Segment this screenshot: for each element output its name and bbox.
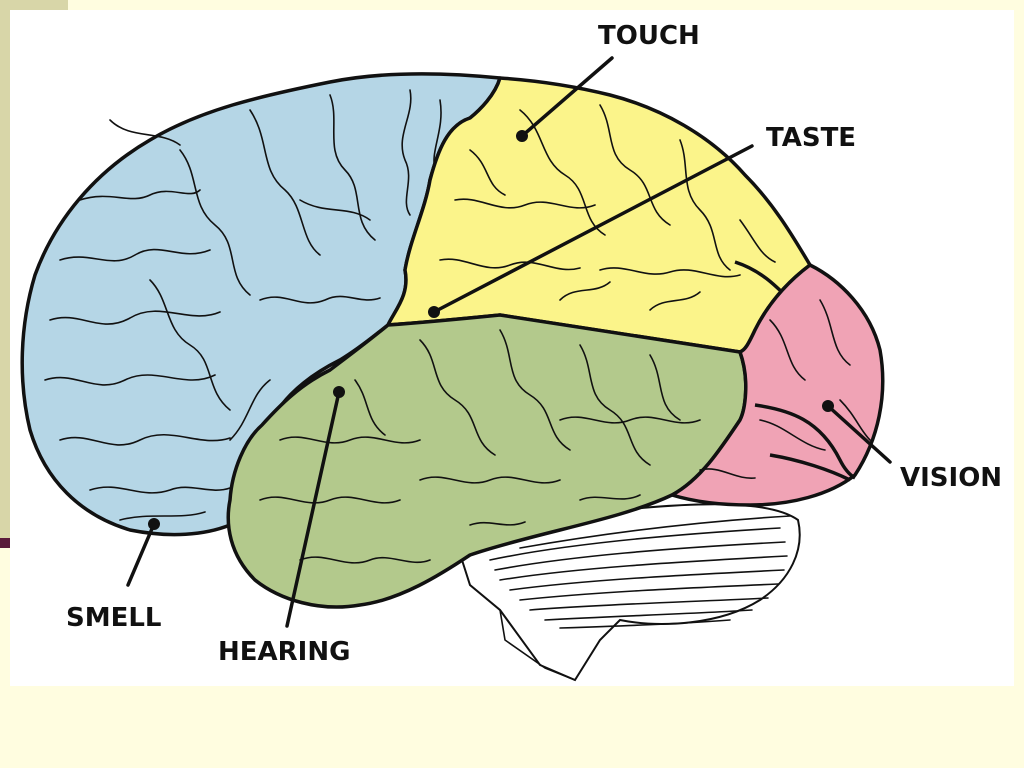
cerebellum — [460, 503, 801, 682]
taste-dot — [428, 306, 440, 318]
touch-leader — [520, 56, 614, 138]
touch-dot — [516, 130, 528, 142]
hearing-leader — [285, 390, 341, 628]
smell-dot — [148, 518, 160, 530]
vision-dot — [822, 400, 834, 412]
smell-label: SMELL — [66, 603, 162, 633]
slide-accent-rule — [0, 538, 10, 548]
hearing-dot — [333, 386, 345, 398]
vision-label: VISION — [900, 463, 1002, 493]
hearing-label: HEARING — [218, 637, 350, 667]
taste-leader — [432, 144, 754, 314]
taste-label: TASTE — [766, 123, 856, 153]
occipital-lobe — [670, 263, 885, 507]
smell-leader — [126, 522, 156, 587]
leader-lines — [126, 56, 892, 628]
slide-left-bar — [0, 0, 10, 538]
vision-leader — [826, 404, 892, 464]
touch-label: TOUCH — [598, 21, 700, 51]
slide-top-tab — [0, 0, 68, 10]
